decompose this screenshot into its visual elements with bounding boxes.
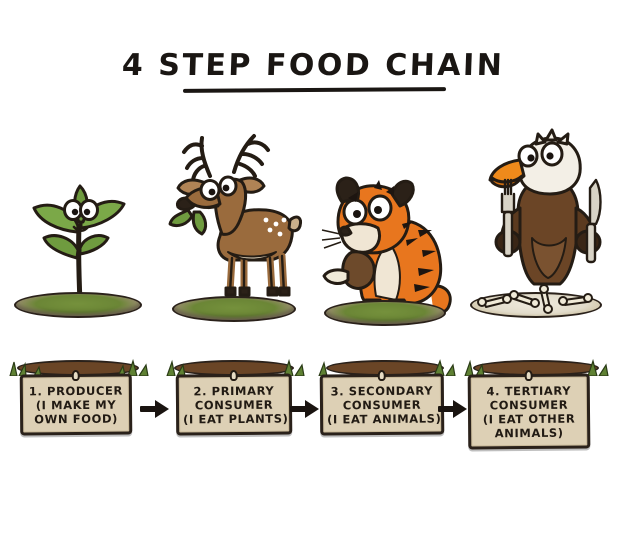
sign-line: 1. PRODUCER [28,383,123,399]
grass-tufts [462,358,614,376]
grass-tufts [164,358,310,376]
sign-nail-icon [377,369,386,382]
tree-stump-2 [166,296,305,376]
deer-icon [168,128,302,298]
step-sign-1[interactable]: 1. PRODUCER (I MAKE MY OWN FOOD) [19,369,133,436]
step-panel-2: 2. PRIMARY CONSUMER (I EAT PLANTS) [158,0,314,553]
arrow-1-to-2 [140,398,170,420]
sign-line: (I MAKE MY [35,397,117,413]
arrow-2-to-3 [290,398,320,420]
sign-line: OWN FOOD) [34,411,119,427]
grass-tufts [6,358,156,376]
tree-stump-3 [318,300,456,376]
sign-nail-icon [524,369,533,382]
sign-line: ANIMALS) [494,425,564,441]
stump-top-moss [172,296,296,322]
sign-line: (I EAT PLANTS) [183,411,289,427]
grass-tufts [316,358,460,376]
sign-nail-icon [71,369,80,382]
step-sign-4[interactable]: 4. TERTIARY CONSUMER (I EAT OTHER ANIMAL… [467,369,591,450]
sign-line: CONSUMER [489,397,569,413]
step-sign-3[interactable]: 3. SECONDARY CONSUMER (I EAT ANIMALS) [319,369,445,436]
stump-top-moss [324,300,446,326]
sign-line: CONSUMER [194,397,274,413]
tree-stump-4 [464,284,609,376]
sign-line: (I EAT ANIMALS) [327,411,442,427]
step-sign-2[interactable]: 2. PRIMARY CONSUMER (I EAT PLANTS) [175,369,293,436]
sign-line: 3. SECONDARY [330,383,434,399]
eagle-icon [474,128,608,300]
sign-line: CONSUMER [342,397,422,413]
bone-pile-icon [477,284,593,314]
sign-line: (I EAT OTHER [482,411,576,427]
step-panel-1: 1. PRODUCER (I MAKE MY OWN FOOD) [2,0,158,553]
sprout-icon [22,182,138,307]
tiger-icon [318,168,458,318]
step-panel-3: 3. SECONDARY CONSUMER (I EAT ANIMALS) [310,0,466,553]
step-panel-4: 4. TERTIARY CONSUMER (I EAT OTHER ANIMAL… [460,0,616,553]
sign-line: 2. PRIMARY [193,383,275,399]
stump-top-moss [14,292,142,318]
sign-nail-icon [229,369,238,382]
tree-stump-1 [9,292,149,376]
arrow-3-to-4 [438,398,468,420]
sign-line: 4. TERTIARY [486,383,572,399]
